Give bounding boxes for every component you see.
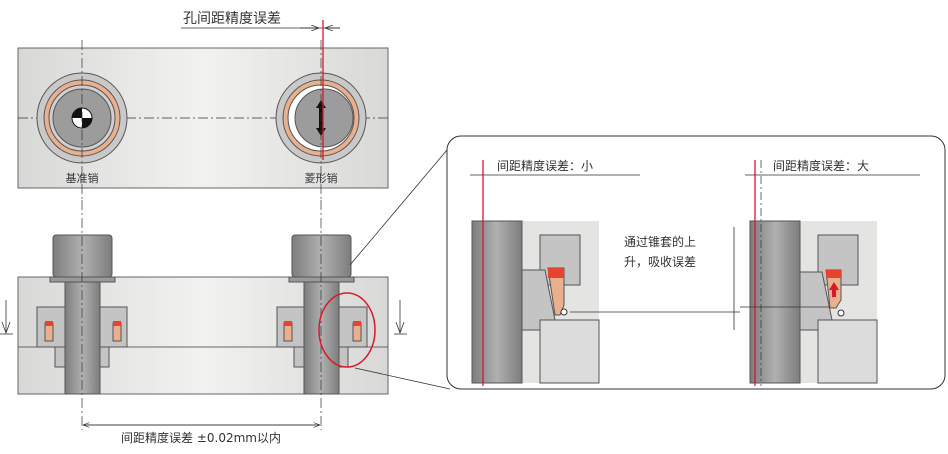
reference-pin-label: 基准销 <box>66 171 99 185</box>
detail-small-error: 间距精度误差：小 <box>470 158 640 386</box>
top-view: 孔间距精度误差 基准销 菱形销 <box>17 11 389 200</box>
up-arrow-icon <box>829 282 839 297</box>
detail-large-error: 间距精度误差：大 <box>745 158 920 386</box>
pitch-tolerance-label: 间距精度误差 ±0.02mm以内 <box>121 430 281 445</box>
large-error-label: 间距精度误差：大 <box>773 158 869 173</box>
left-clamp <box>36 200 128 430</box>
reference-pin: 基准销 <box>36 40 128 200</box>
detail-callout-circle <box>318 292 376 368</box>
note-line-2: 升，吸收误差 <box>624 255 696 269</box>
note-line-1: 通过锥套的上 <box>624 234 696 249</box>
section-view: 间距精度误差 ±0.02mm以内 <box>0 200 407 445</box>
detail-panel: 间距精度误差：小 间距精度误差：大 通过锥套的上 升，吸收误差 <box>446 135 946 390</box>
bolt-shaft <box>64 281 101 395</box>
hole-pitch-error-title: 孔间距精度误差 <box>183 11 281 27</box>
diamond-pin: 菱形销 <box>275 20 367 200</box>
small-error-label: 间距精度误差：小 <box>497 158 593 173</box>
diamond-pin-label: 菱形销 <box>305 171 338 185</box>
bolt-head <box>52 234 113 278</box>
down-arrow-icon <box>0 300 407 335</box>
